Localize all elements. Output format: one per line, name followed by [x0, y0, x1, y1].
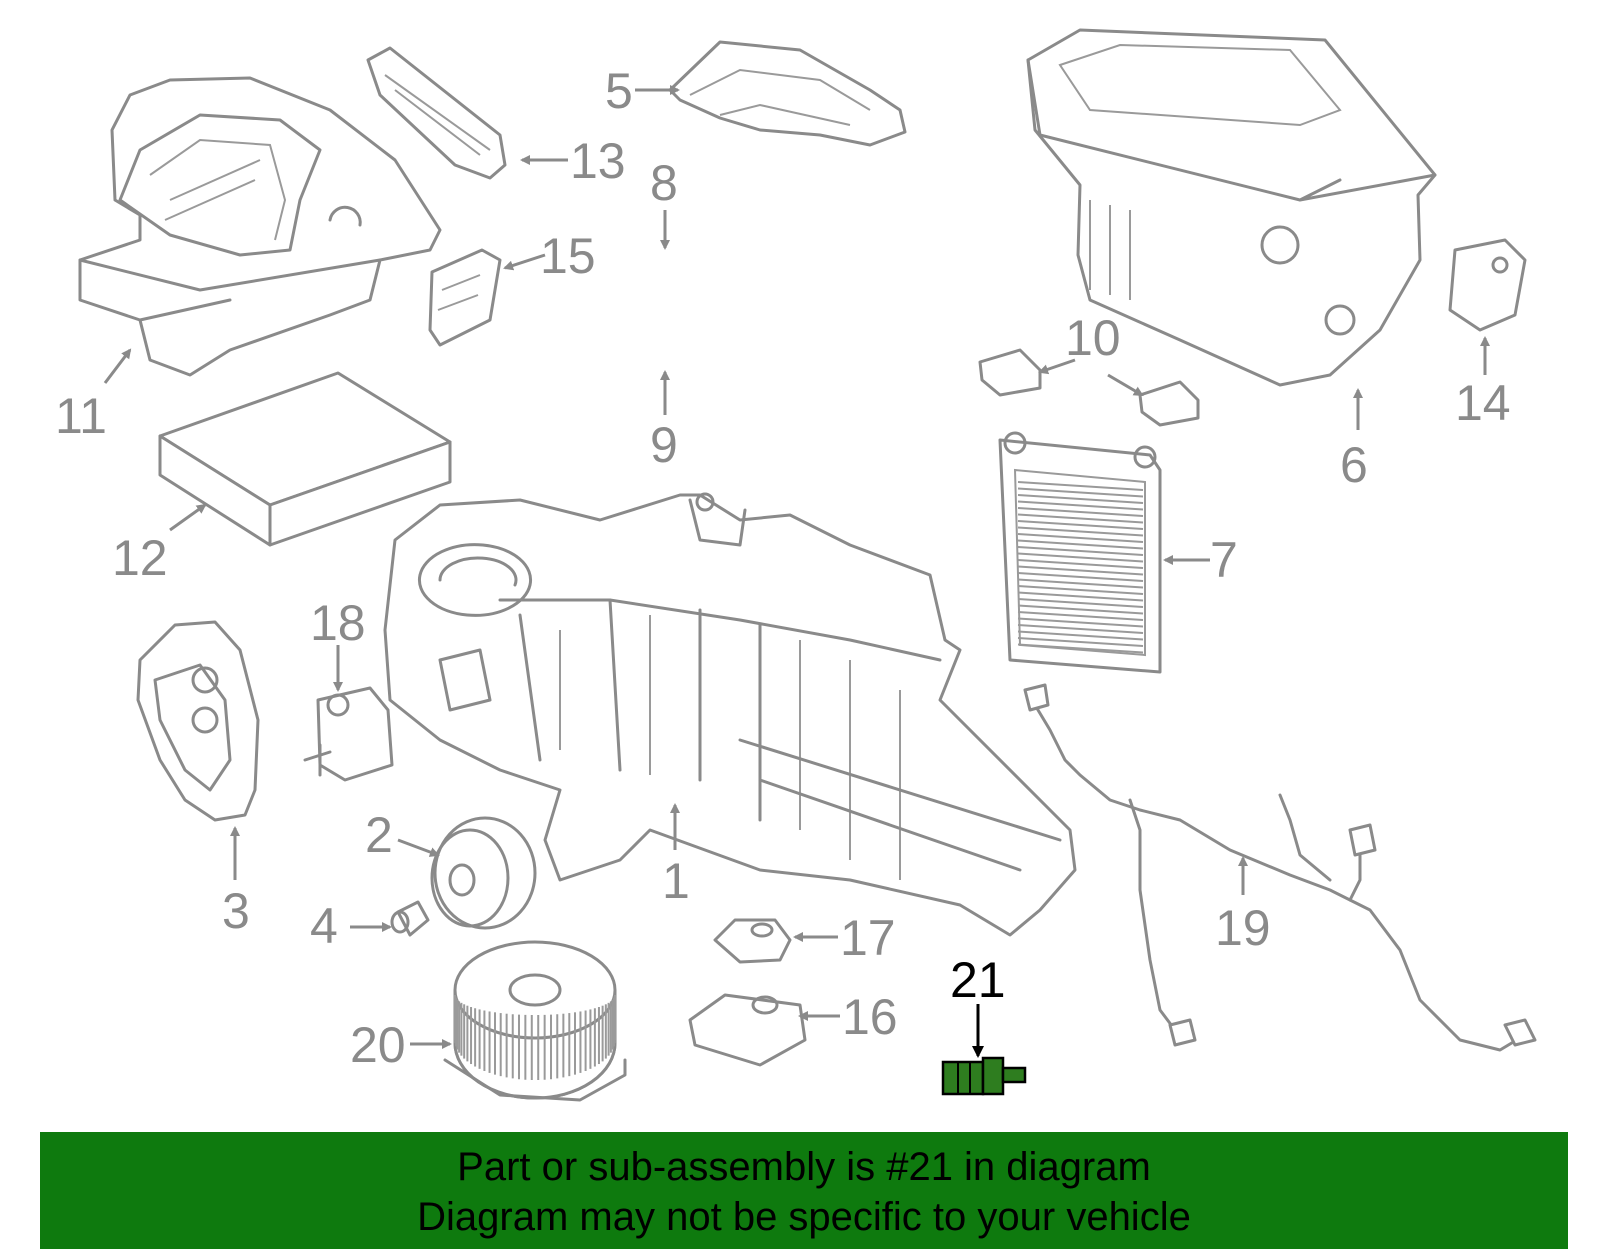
- callout-10: 10: [1065, 310, 1121, 366]
- part-1-main-housing: [383, 492, 1077, 937]
- callout-1: 1: [662, 853, 690, 909]
- part-15-actuator: [428, 248, 502, 347]
- part-12-filter: [158, 371, 452, 547]
- callout-21: 21: [950, 952, 1006, 1008]
- banner-line-part: Part or sub-assembly is #21 in diagram: [457, 1145, 1151, 1189]
- part-8-hose: [472, 212, 963, 413]
- part-20-blower: [443, 940, 627, 1102]
- part-6-case: [1026, 28, 1437, 387]
- part-5-duct: [668, 40, 907, 147]
- callout-9: 9: [650, 417, 678, 473]
- callout-5: 5: [605, 63, 633, 119]
- part-10-clip-a: [978, 348, 1042, 397]
- callout-3: 3: [222, 883, 250, 939]
- callout-12: 12: [112, 530, 168, 586]
- callout-6: 6: [1340, 437, 1368, 493]
- part-10-clip-b: [1138, 380, 1200, 427]
- callout-18: 18: [310, 595, 366, 651]
- part-13-bracket: [366, 46, 507, 180]
- banner-line-disclaimer: Diagram may not be specific to your vehi…: [417, 1195, 1191, 1239]
- callout-11: 11: [55, 388, 107, 444]
- callout-2: 2: [365, 807, 393, 863]
- callouts: 5 13 8 15 9 10 11 6 14 12 7 18 3 2 1 4 1…: [55, 63, 1511, 1073]
- info-banner: Part or sub-assembly is #21 in diagram D…: [40, 1132, 1568, 1249]
- part-14-actuator: [1448, 238, 1527, 332]
- part-21-highlighted: [941, 1056, 1027, 1096]
- callout-19: 19: [1215, 900, 1271, 956]
- part-11-housing: [78, 76, 442, 377]
- callout-7: 7: [1210, 532, 1238, 588]
- part-17-seal: [713, 918, 792, 964]
- callout-8: 8: [650, 155, 678, 211]
- part-18-valve: [303, 686, 394, 782]
- callout-13: 13: [570, 133, 626, 189]
- callout-15: 15: [540, 228, 596, 284]
- part-2-blower-motor: [430, 816, 537, 930]
- part-16-module: [688, 993, 807, 1067]
- callout-4: 4: [310, 898, 338, 954]
- leader-lines: [103, 85, 1490, 1058]
- part-19-harness: [1023, 683, 1537, 1052]
- callout-20: 20: [350, 1017, 406, 1073]
- callout-14: 14: [1455, 375, 1511, 431]
- part-7-heater-core: [998, 431, 1162, 674]
- part-9-hose: [492, 327, 865, 463]
- part-4-bushing: [390, 900, 430, 937]
- callout-17: 17: [840, 910, 896, 966]
- callout-16: 16: [842, 989, 898, 1045]
- part-3-outlet: [136, 620, 260, 822]
